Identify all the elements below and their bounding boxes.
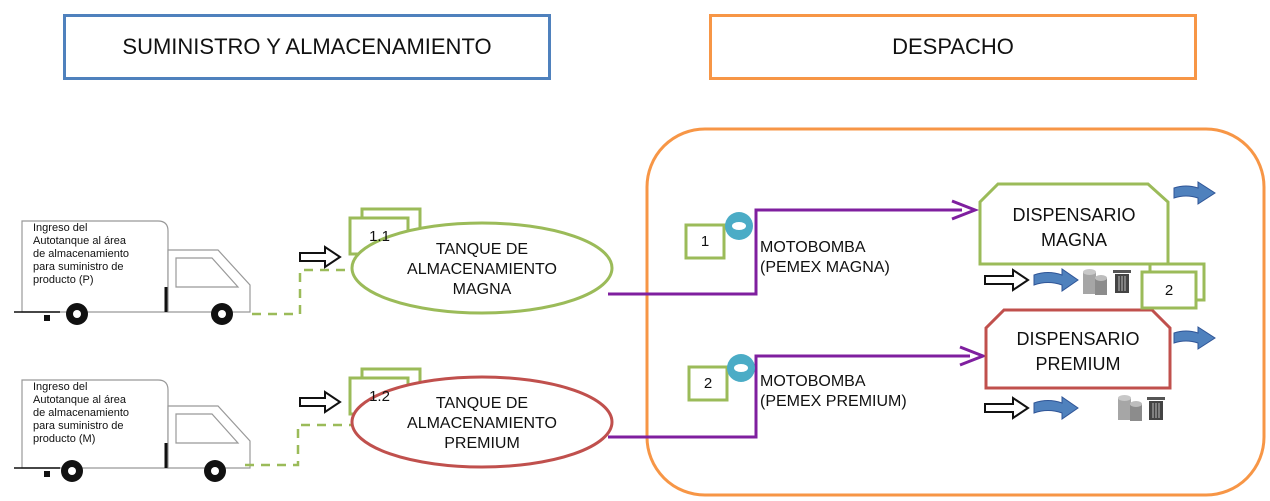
header-despacho: DESPACHO [709,14,1197,80]
step-1-1-badge: 1.1 [369,228,390,245]
step-1-badge: 1 [700,233,710,250]
despacho-region [645,127,1266,497]
tank-premium [350,375,614,469]
tank-magna [350,221,614,315]
truck-2-label: Ingreso del Autotanque al área de almace… [33,381,130,445]
tank-premium-label: TANQUE DE ALMACENAMIENTO PREMIUM [407,395,557,452]
tank-magna-label: TANQUE DE ALMACENAMIENTO MAGNA [407,241,557,298]
cylinder-icon [1083,269,1107,295]
step-1-2-badge: 1.2 [369,388,390,405]
step-2-badge: 2 [703,375,713,392]
blue-arrow-icon [1033,268,1079,292]
blue-arrow-icon [1173,181,1216,205]
outline-arrow-icon [984,396,1030,420]
blue-arrow-icon [1173,326,1216,350]
truck-1-label: Ingreso del Autotanque al área de almace… [33,222,130,286]
header-suministro-label: SUMINISTRO Y ALMACENAMIENTO [122,34,492,59]
blue-arrow-icon [1033,396,1079,420]
step-2-dispenser-badge: 2 [1164,281,1174,299]
pump-magna-label: MOTOBOMBA (PEMEX MAGNA) [760,239,890,276]
header-despacho-label: DESPACHO [892,34,1014,59]
cylinder-icon [1118,395,1142,421]
trash-icon [1147,397,1165,420]
header-suministro: SUMINISTRO Y ALMACENAMIENTO [63,14,551,80]
dispenser-premium [984,308,1172,390]
dispenser-premium-label: DISPENSARIO PREMIUM [1016,329,1140,374]
outline-arrow-icon [299,245,342,269]
pump-premium-label: MOTOBOMBA (PEMEX PREMIUM) [760,373,907,410]
trash-icon [1113,270,1131,293]
outline-arrow-icon [299,390,342,414]
outline-arrow-icon [984,268,1030,292]
truck-icon [21,220,251,313]
truck-icon [21,379,251,469]
dispenser-magna-label: DISPENSARIO MAGNA [1012,205,1136,250]
